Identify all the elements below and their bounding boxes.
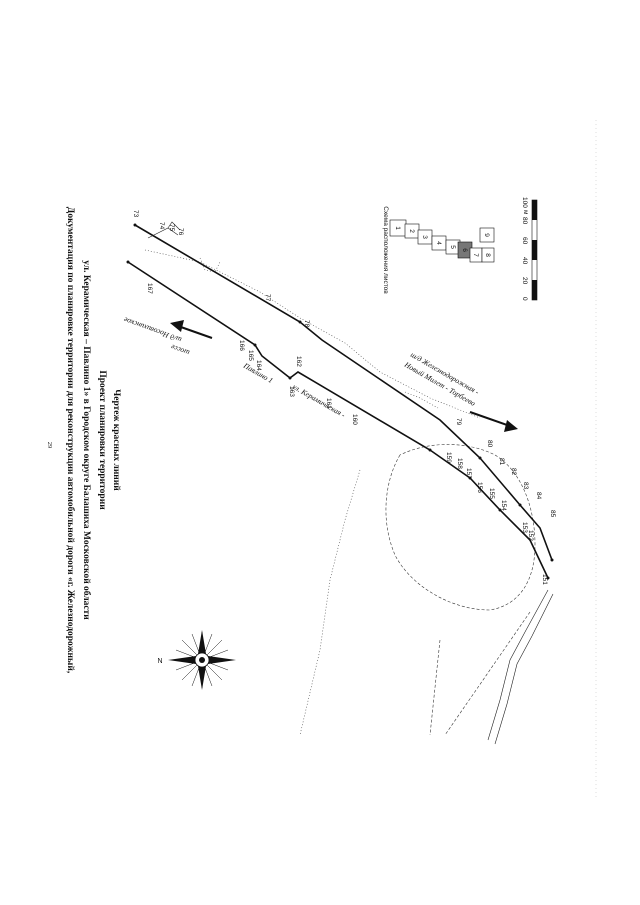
sheet-cell-label: 5 (449, 245, 456, 249)
lower-point-label: 161 (325, 398, 332, 409)
lower-point-label: 153 (521, 522, 528, 533)
title-line-3: Проект планировки территории (97, 370, 107, 510)
lower-point-label: 159 (445, 452, 452, 463)
sheet-cell-label: 9 (483, 233, 490, 237)
upper-point-label: 81 (498, 458, 505, 466)
upper-point-label: 78 (303, 320, 310, 328)
scale-tick-label: 80 (521, 217, 528, 225)
scale-tick-label: 0 (521, 297, 528, 301)
upper-point-label: 84 (535, 492, 542, 500)
scale-tick-label: 100 (521, 197, 528, 208)
lower-point-label: 164 (255, 360, 262, 371)
lower-point-label: 156 (476, 482, 483, 493)
upper-point-label: 73 (132, 210, 139, 218)
title-line-4: Чертеж красных линий (111, 389, 122, 491)
lower-point-label: 151 (541, 574, 548, 585)
sheet-cell-label: 8 (484, 253, 491, 257)
upper-point-label: 80 (486, 440, 493, 448)
lower-point-label: 155 (488, 488, 495, 499)
red-line-upper (133, 221, 554, 562)
scale-unit: м (522, 210, 529, 215)
scale-tick-labels: 0 20 40 60 80 100 (521, 197, 528, 301)
red-line-lower (126, 260, 550, 580)
direction-arrow-zheleznodorozhnaya (469, 411, 518, 432)
title-line-2: ул. Керамическая – Павлино 1» в Городско… (81, 260, 92, 620)
upper-point-label: 83 (522, 482, 529, 490)
scale-tick-label: 40 (521, 257, 528, 265)
upper-point-label: 85 (549, 510, 556, 518)
lower-point-label: 157 (465, 468, 472, 479)
sheet-cell-label: 7 (472, 253, 479, 257)
upper-point-label: 82 (510, 468, 517, 476)
street-label-nosovikhinskoe-1: ш/д Носовихинское (122, 315, 183, 345)
sheet-cell-label: 6 (461, 248, 468, 252)
page-number: 29 (46, 442, 53, 449)
lower-point-label: 158 (456, 458, 463, 469)
street-label-keramicheskaya: ул. Керамическая - (290, 381, 347, 419)
lower-point-label: 162 (295, 356, 302, 367)
compass-rose-icon: N (157, 630, 236, 690)
upper-point-label: 74 (158, 222, 165, 230)
sheet-cell-label: 4 (435, 241, 442, 245)
scale-bar: 0 20 40 60 80 100 м (521, 197, 538, 301)
lower-point-label: 163 (288, 386, 295, 397)
upper-point-label: 77 (264, 294, 271, 302)
sheet-cells: 1 2 3 4 5 67 8 9 (389, 219, 495, 263)
lower-point-label: 152 (527, 530, 534, 541)
sheet-layout-title: Схема расположения листов (382, 206, 389, 294)
lower-point-label: 165 (247, 350, 254, 361)
lower-point-label: 154 (500, 500, 507, 511)
lower-point-label: 160 (351, 414, 358, 425)
background-features (144, 249, 554, 745)
north-label: N (157, 658, 162, 665)
lower-point-label: 166 (238, 340, 245, 351)
upper-point-label: 75 (168, 224, 175, 232)
upper-point-label: 76 (177, 228, 184, 236)
scale-tick-label: 60 (521, 237, 528, 245)
sheet-cell (481, 247, 495, 263)
sheet-cell (479, 227, 495, 243)
sheet-cell-label: 2 (408, 229, 415, 233)
sheet-cell-label: 3 (421, 235, 428, 239)
sheet-layout-scheme: Схема расположения листов 1 2 3 4 5 67 8 9 (382, 206, 495, 294)
title-line-1: Документация по планировке территории дл… (65, 207, 76, 674)
direction-arrow-nosovikhinskoe (170, 320, 213, 339)
scale-tick-label: 20 (521, 277, 528, 285)
lower-point-label: 167 (146, 283, 153, 294)
title-block: Документация по планировке территории дл… (65, 207, 122, 674)
upper-point-label: 79 (455, 418, 462, 426)
sheet-cell-label: 1 (394, 226, 401, 230)
